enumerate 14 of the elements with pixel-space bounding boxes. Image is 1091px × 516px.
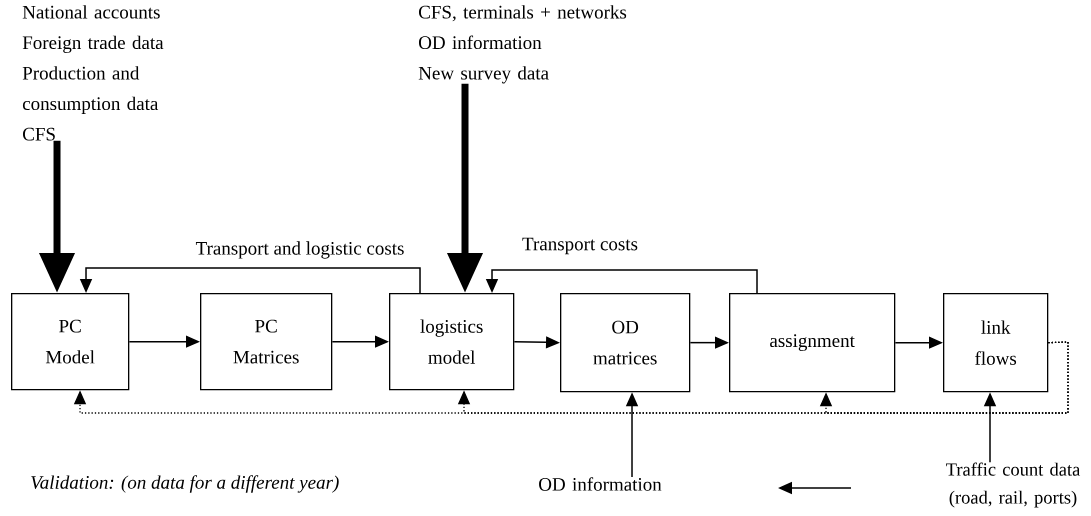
process-box: logistics model (389, 293, 515, 391)
feedback-arrow (819, 341, 1069, 414)
note-text: Validation: (on data for a different year) (31, 475, 339, 493)
process-box: PC Model (11, 293, 130, 391)
edge-label: Transport and logistic costs (194, 240, 406, 260)
input-text: OD information (539, 477, 662, 491)
process-box: OD matrices (560, 293, 691, 393)
edge-label: Transport costs (521, 236, 639, 256)
input-text: National accounts Foreign trade data Production and consumption data CFS (22, 5, 164, 141)
process-box: link flows (943, 293, 1049, 393)
process-box: PC Matrices (200, 293, 333, 391)
process-box: assignment (729, 293, 896, 393)
input-text: Traffic count data (road, rail, ports) (946, 462, 1081, 508)
input-text: CFS, terminals + networks OD information New survey data (418, 5, 627, 84)
